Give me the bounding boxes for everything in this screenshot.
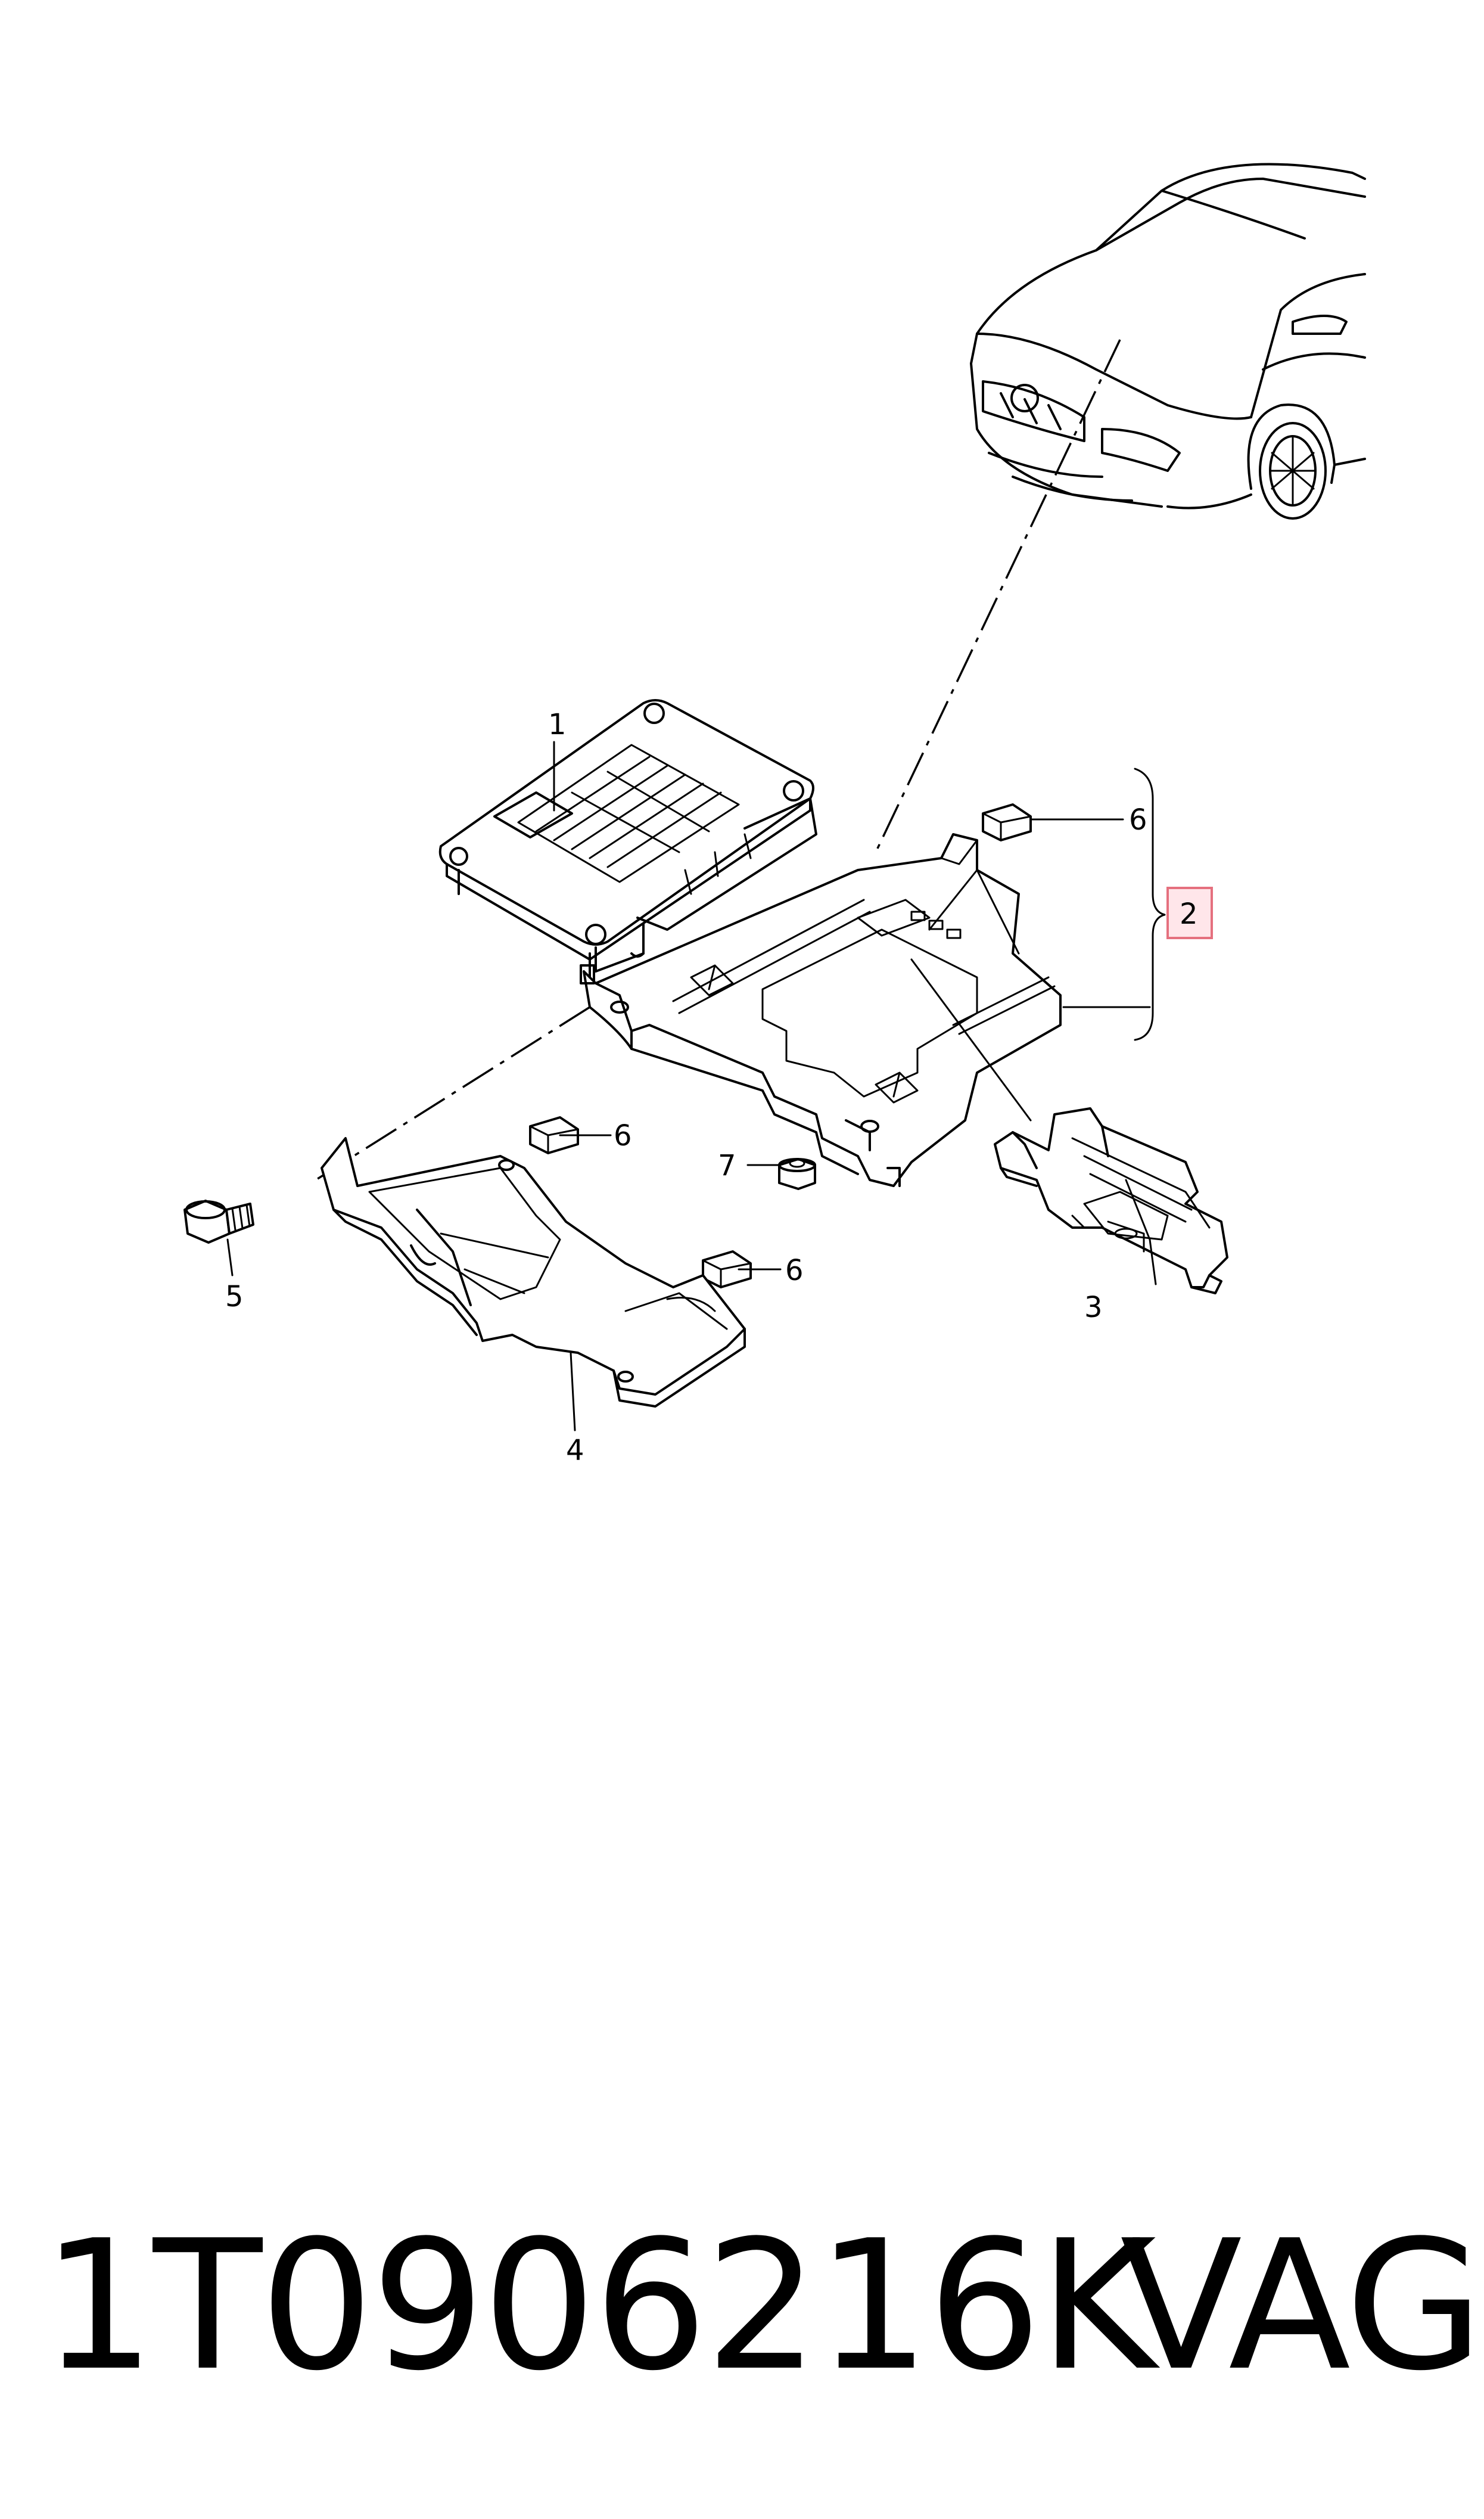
brand-name: VAG xyxy=(1120,2202,1483,2410)
control-unit-part-1 xyxy=(438,699,817,984)
leader-lines xyxy=(226,741,1166,1431)
bolt-part-5 xyxy=(183,1200,254,1244)
side-bracket-part-3 xyxy=(994,1107,1228,1294)
locator-line-left xyxy=(315,1006,590,1181)
parts-diagram: 1 2 3 4 5 6 6 6 7 xyxy=(183,163,1366,1467)
callout-2: 2 xyxy=(1180,897,1198,931)
nut-part-7 xyxy=(778,1158,816,1190)
vehicle-illustration xyxy=(970,163,1366,520)
locator-line-vehicle xyxy=(875,339,1121,853)
callout-7: 7 xyxy=(718,1149,736,1182)
callout-1: 1 xyxy=(548,708,567,741)
callout-6-top: 6 xyxy=(1129,803,1147,837)
callout-6-lower: 6 xyxy=(785,1254,804,1287)
clip-part-6-top xyxy=(982,803,1032,841)
callout-6-middle: 6 xyxy=(614,1119,632,1153)
callout-4: 4 xyxy=(566,1434,584,1467)
lower-bracket-part-4 xyxy=(321,1137,746,1408)
callout-5: 5 xyxy=(225,1280,244,1313)
carrier-bracket-part-2 xyxy=(583,833,1062,1187)
callout-3: 3 xyxy=(1084,1291,1103,1324)
clip-part-6-middle xyxy=(529,1116,579,1154)
part-number: 1T0906216K xyxy=(42,2202,1156,2410)
highlight-box-part-2 xyxy=(1166,887,1213,939)
clip-part-6-lower xyxy=(702,1250,752,1288)
footer: 1T0906216K VAG xyxy=(0,2181,1484,2431)
